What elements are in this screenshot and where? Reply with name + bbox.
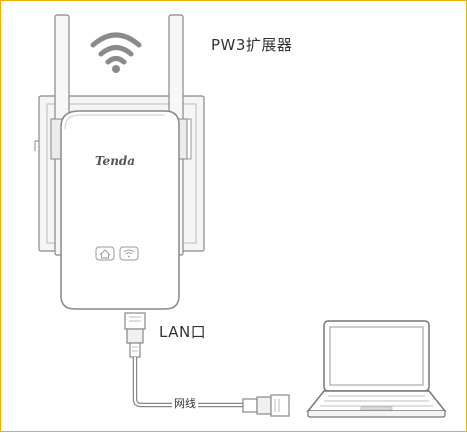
home-indicator-icon <box>95 246 115 261</box>
extender-device: Tenda <box>60 110 180 310</box>
wifi-signal-icon <box>90 32 142 73</box>
lan-plug-laptop <box>242 394 290 417</box>
cable-label: 网线 <box>172 397 198 411</box>
wifi-indicator-icon <box>119 246 139 261</box>
laptop <box>306 320 447 418</box>
device-label: PW3扩展器 <box>211 36 293 54</box>
lan-plug-top <box>124 312 146 358</box>
brand-logo: Tenda <box>95 154 135 168</box>
lan-port-label: LAN口 <box>159 323 207 341</box>
